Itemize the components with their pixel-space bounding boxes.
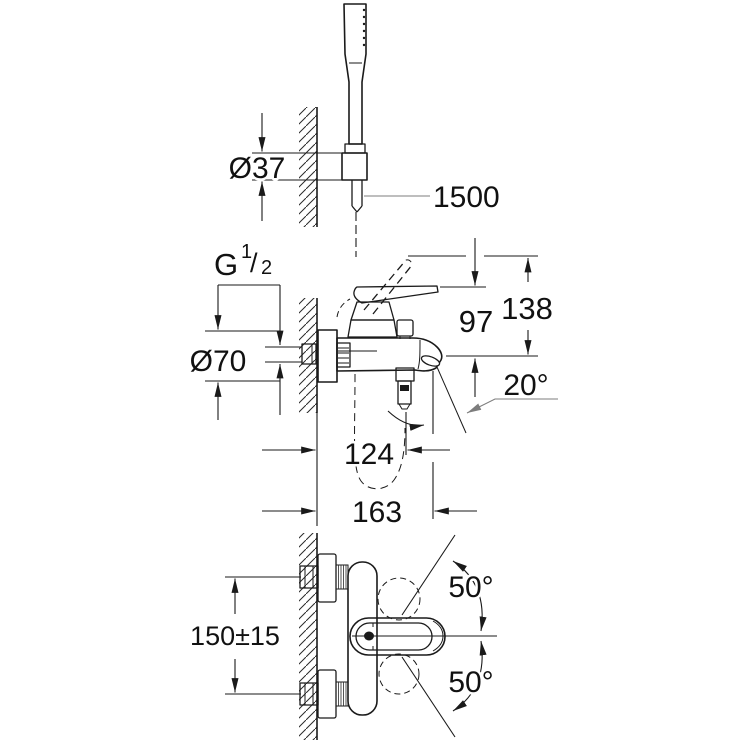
- label-outlet-projection: 124: [344, 438, 394, 471]
- swing-arc-upper: [452, 560, 487, 632]
- lever-raised-tip: [405, 259, 413, 266]
- angle-20-leader: [466, 398, 558, 414]
- label-escutcheon-diameter: Ø70: [190, 345, 247, 378]
- hose-nut-knurl: [344, 143, 366, 154]
- shower-outlet-cone: [398, 403, 411, 410]
- wall-sections: [299, 107, 318, 740]
- label-swing-lower: 50°: [448, 666, 493, 699]
- lever-swing-arc-dashed: [336, 298, 351, 318]
- union-thread-lines: [338, 347, 349, 364]
- label-spout-projection: 163: [352, 496, 402, 529]
- supply-nut-top-facets: [304, 566, 314, 588]
- thread-stub-top-hatch: [338, 565, 347, 589]
- mixer-plan-view: [225, 534, 497, 738]
- label-thread-numerator: 1: [241, 241, 252, 263]
- mixer-body-spout: [336, 337, 443, 372]
- shower-hose: [351, 180, 363, 213]
- hand-shower-body: [343, 3, 367, 145]
- hose-loop-dashed: [354, 373, 406, 490]
- angle-arc-20: [387, 410, 425, 431]
- label-swing-upper: 50°: [448, 571, 493, 604]
- swing-diagonal-lower: [401, 656, 456, 738]
- dim-height-97: [440, 238, 486, 397]
- wall-hatch-bottom: [299, 533, 317, 740]
- hand-shower-view: [252, 3, 430, 257]
- supply-nut-bottom-facets: [304, 683, 314, 705]
- diverter-knob: [396, 319, 414, 337]
- shower-holder-bracket: [341, 152, 368, 181]
- escutcheon-top: [317, 553, 337, 603]
- shower-outlet-band: [400, 385, 409, 391]
- label-spout-angle: 20°: [503, 369, 548, 402]
- label-connection-distance: 150±15: [190, 621, 280, 651]
- wall-escutcheon-side: [317, 329, 338, 383]
- mixer-side-view: [205, 238, 558, 519]
- label-hose-length: 1500: [433, 181, 500, 214]
- cartridge-collar: [347, 319, 398, 338]
- label-thread-letter: G: [214, 247, 238, 282]
- swing-diagonal-upper: [401, 534, 456, 616]
- escutcheon-bottom: [317, 669, 337, 719]
- diverter-neck: [399, 336, 411, 339]
- shower-outlet-body: [397, 380, 412, 405]
- label-thread-denominator: 2: [261, 257, 272, 279]
- wall-hatch-middle: [299, 298, 317, 413]
- label-holder-diameter: Ø37: [229, 152, 286, 185]
- label-height-138: 138: [501, 291, 553, 326]
- dim-height-138: [408, 255, 538, 357]
- lever-position-upper-dashed: [377, 577, 421, 621]
- dimension-labels: Ø37 1500 G 1 / 2 Ø70 97 138 20° 124 163 …: [187, 150, 555, 702]
- spray-nozzle-dots: [362, 8, 366, 47]
- body-wall-bar: [347, 561, 378, 716]
- dim-holder-diameter: [252, 113, 342, 221]
- aerator: [420, 355, 441, 367]
- supply-pipe-stub: [265, 346, 302, 363]
- wall-hatch-top: [299, 107, 317, 227]
- cartridge-dome: [350, 301, 395, 321]
- lever-raised-dashed: [363, 259, 413, 315]
- swing-arc-lower: [452, 640, 487, 712]
- dim-spout-angle: [387, 366, 558, 455]
- dim-connection-distance: [225, 576, 301, 695]
- stream-direction-line: [436, 366, 467, 434]
- dim-thread: [218, 284, 284, 415]
- label-thread-slash: /: [250, 248, 258, 278]
- thread-stub-bottom-hatch: [338, 682, 347, 706]
- lever-position-lower-dashed: [378, 653, 420, 695]
- spout-joint-line: [417, 339, 421, 370]
- dim-projection: [262, 371, 477, 519]
- supply-hex-nut: [301, 343, 317, 365]
- lever-handle: [353, 285, 439, 304]
- dim-escutcheon-diameter: [205, 285, 280, 420]
- label-height-97: 97: [459, 304, 493, 339]
